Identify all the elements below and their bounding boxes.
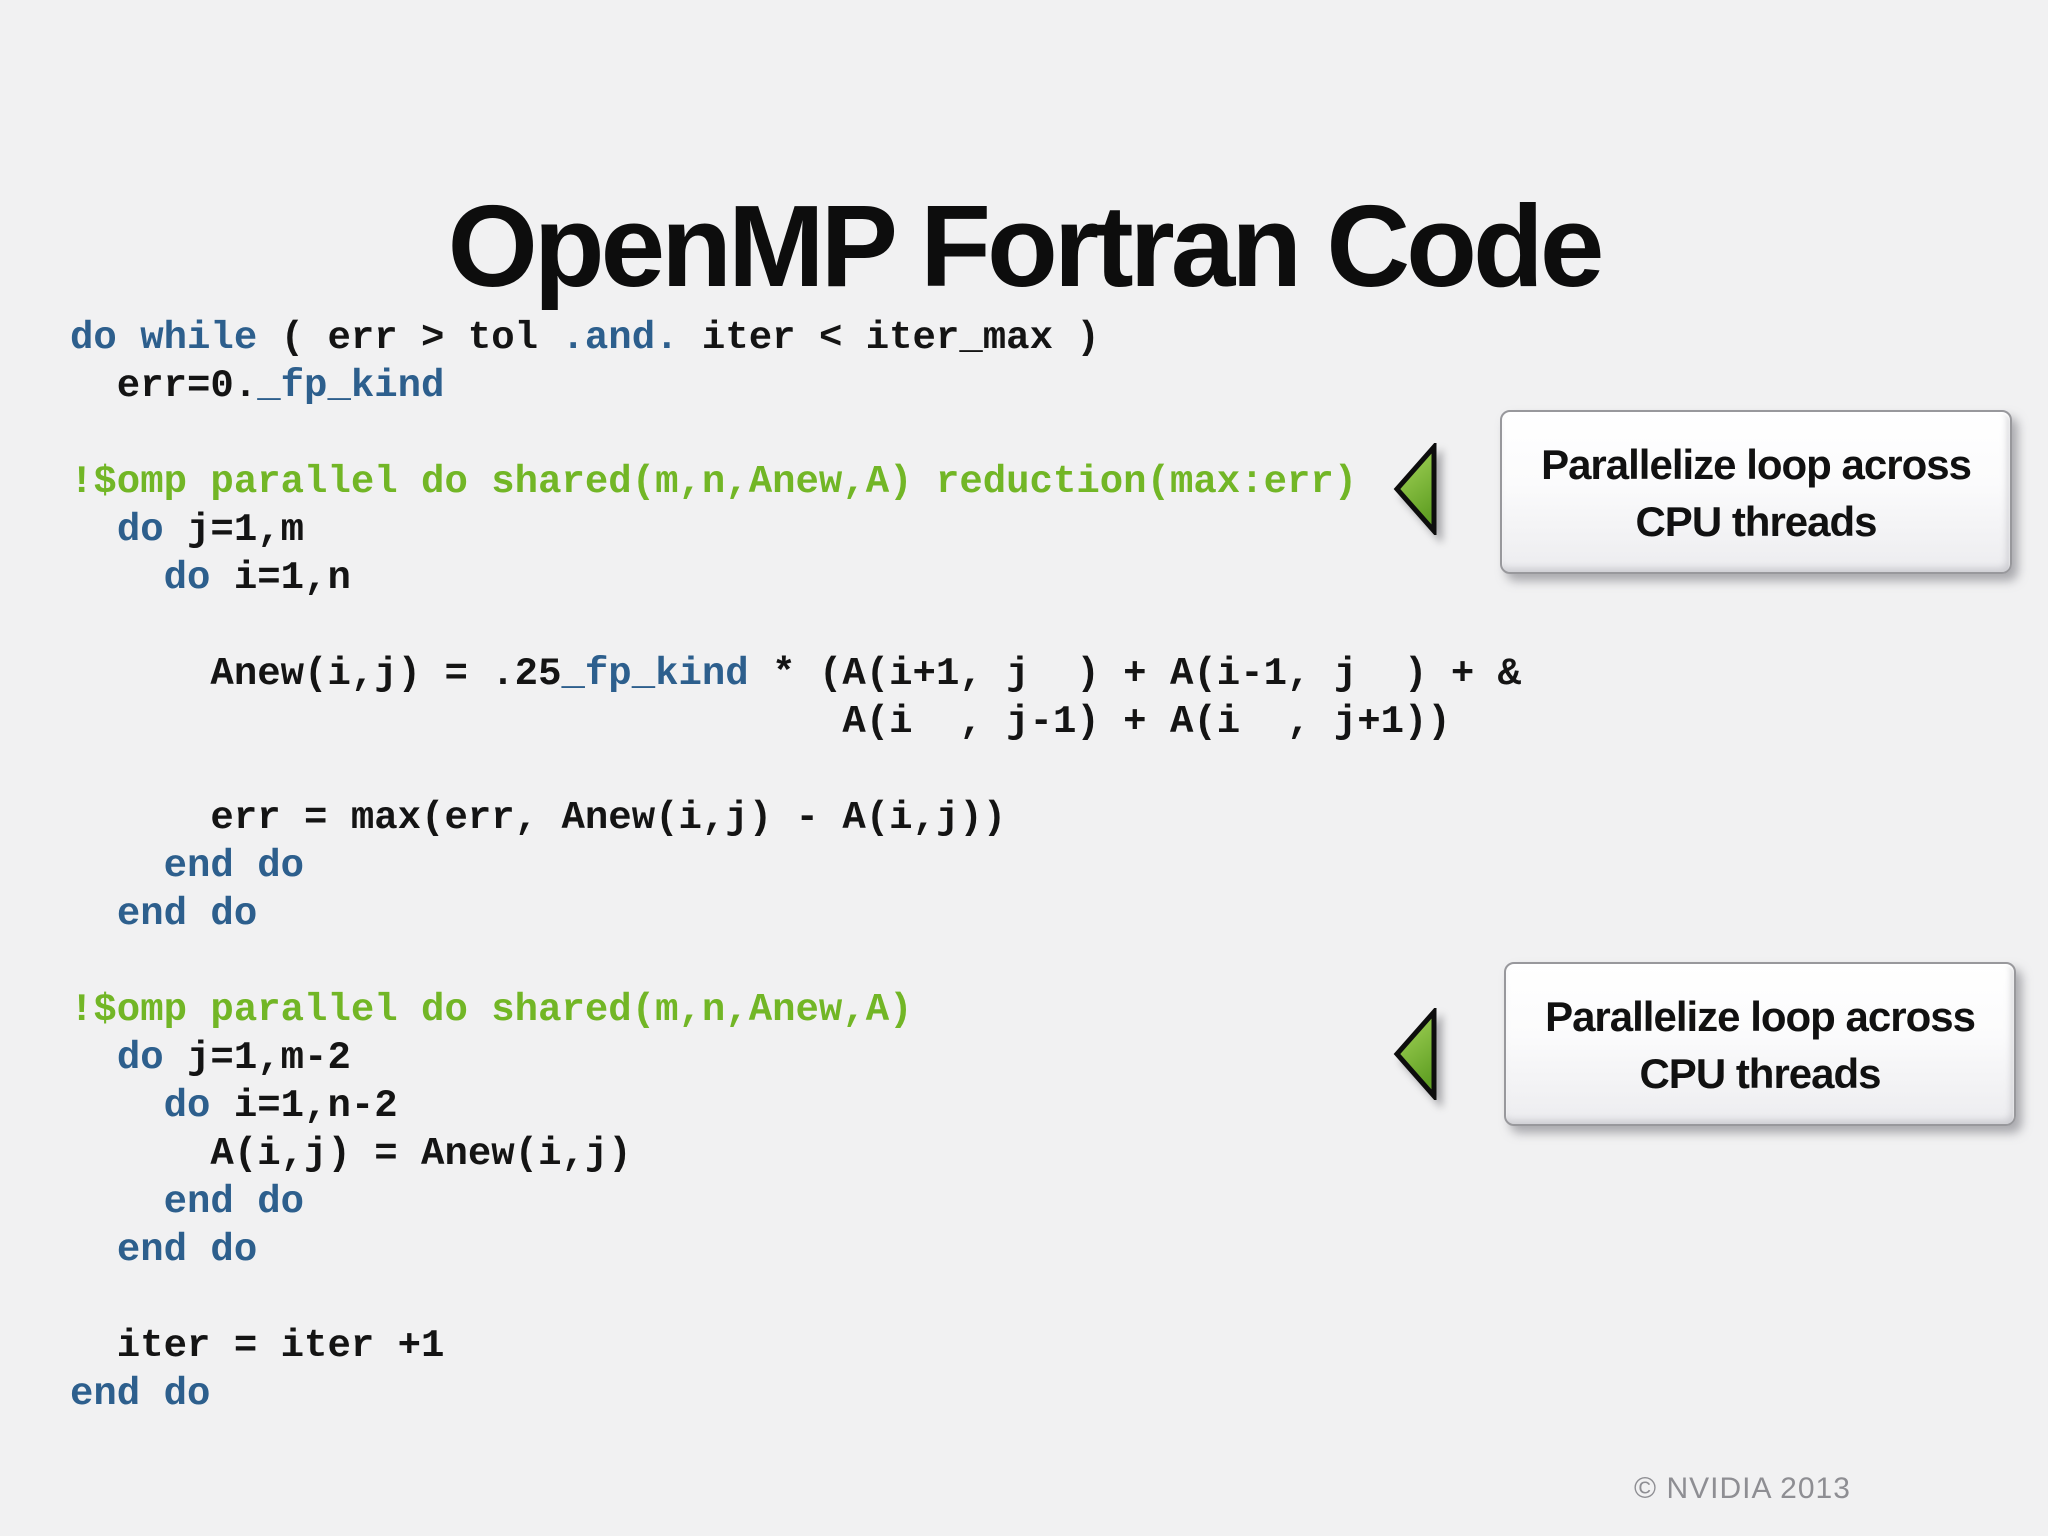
page-title: OpenMP Fortran Code <box>447 180 1605 311</box>
code-token: .and. <box>561 316 679 360</box>
code-token: A(i,j) = Anew(i,j) <box>70 1132 632 1176</box>
code-line <box>70 602 1521 650</box>
code-line: err = max(err, Anew(i,j) - A(i,j)) <box>70 794 1521 842</box>
code-line: A(i,j) = Anew(i,j) <box>70 1130 1521 1178</box>
copyright-text: © NVIDIA 2013 <box>1634 1472 1851 1505</box>
code-line <box>70 746 1521 794</box>
code-token: err=0. <box>70 364 258 408</box>
code-line: A(i , j-1) + A(i , j+1)) <box>70 698 1521 746</box>
code-token <box>70 892 117 936</box>
code-token: !$omp parallel do shared(m,n,Anew,A) <box>70 988 913 1032</box>
callout-text-line: Parallelize loop across <box>1541 441 1972 488</box>
code-line: do j=1,m-2 <box>70 1034 1521 1082</box>
code-token: end do <box>163 1180 305 1224</box>
callout-box: Parallelize loop across CPU threads <box>1504 962 2016 1126</box>
code-token: do <box>116 508 164 552</box>
code-token: Anew(i,j) = .25 <box>70 652 562 696</box>
callout-text-line: CPU threads <box>1639 1050 1881 1097</box>
code-token: * (A(i+1, j ) + A(i-1, j ) + & <box>748 652 1522 696</box>
code-token: !$omp parallel do shared(m,n,Anew,A) red… <box>70 460 1358 504</box>
code-token: _fp_kind <box>257 364 445 408</box>
code-token: do <box>163 556 211 600</box>
code-line <box>70 410 1521 458</box>
code-line: do i=1,n <box>70 554 1521 602</box>
code-token: ( err > tol <box>257 316 562 360</box>
callout-text-line: CPU threads <box>1635 498 1877 545</box>
code-token <box>70 556 164 600</box>
code-token: j=1,m <box>163 508 305 552</box>
code-line: do j=1,m <box>70 506 1521 554</box>
code-token: A(i , j-1) + A(i , j+1)) <box>70 700 1451 744</box>
code-token <box>70 508 117 552</box>
code-token: do <box>116 1036 164 1080</box>
code-line <box>70 938 1521 986</box>
code-line: !$omp parallel do shared(m,n,Anew,A) <box>70 986 1521 1034</box>
callout-box: Parallelize loop across CPU threads <box>1500 410 2012 574</box>
code-line: Anew(i,j) = .25_fp_kind * (A(i+1, j ) + … <box>70 650 1521 698</box>
code-line <box>70 1274 1521 1322</box>
code-token: do while <box>70 316 258 360</box>
code-token: err = max(err, Anew(i,j) - A(i,j)) <box>70 796 1007 840</box>
code-token: end do <box>116 1228 258 1272</box>
code-line: end do <box>70 1370 1521 1418</box>
code-token: i=1,n-2 <box>210 1084 398 1128</box>
code-token: end do <box>163 844 305 888</box>
code-line: end do <box>70 890 1521 938</box>
code-token: i=1,n <box>210 556 351 600</box>
code-line: err=0._fp_kind <box>70 362 1521 410</box>
code-line: !$omp parallel do shared(m,n,Anew,A) red… <box>70 458 1521 506</box>
code-line: do while ( err > tol .and. iter < iter_m… <box>70 314 1521 362</box>
code-token: end do <box>70 1372 211 1416</box>
code-line: iter = iter +1 <box>70 1322 1521 1370</box>
code-token: iter < iter_max ) <box>678 316 1100 360</box>
code-token: j=1,m-2 <box>163 1036 351 1080</box>
code-block: do while ( err > tol .and. iter < iter_m… <box>70 314 1521 1418</box>
code-line: end do <box>70 1226 1521 1274</box>
code-line: do i=1,n-2 <box>70 1082 1521 1130</box>
code-line: end do <box>70 1178 1521 1226</box>
code-token <box>70 1036 117 1080</box>
code-token <box>70 1180 164 1224</box>
code-token <box>70 1228 117 1272</box>
code-token: _fp_kind <box>561 652 749 696</box>
code-token: do <box>163 1084 211 1128</box>
code-token <box>70 1084 164 1128</box>
callout-arrow-left-icon <box>1393 1008 1437 1100</box>
code-line: end do <box>70 842 1521 890</box>
code-token: end do <box>116 892 258 936</box>
callout-text-line: Parallelize loop across <box>1545 993 1976 1040</box>
code-token: iter = iter +1 <box>70 1324 445 1368</box>
callout-arrow-left-icon <box>1393 443 1437 535</box>
code-token <box>70 844 164 888</box>
